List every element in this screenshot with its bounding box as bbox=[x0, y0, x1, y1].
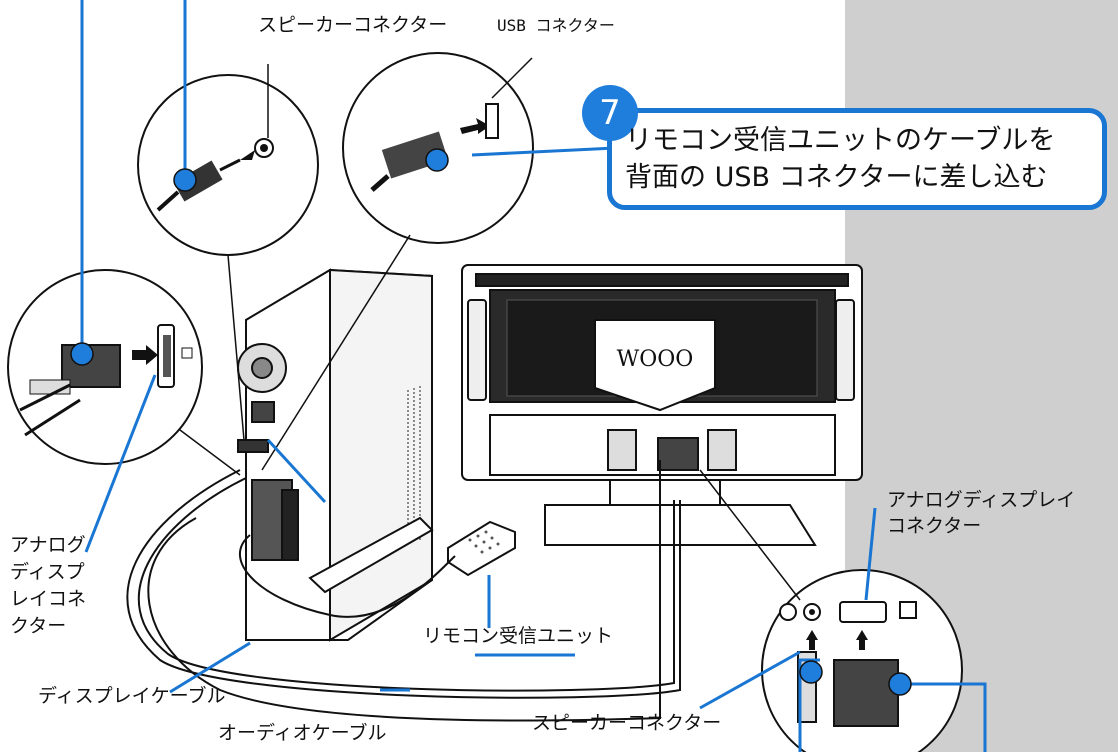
label-remote-receiver: リモコン受信ユニット bbox=[423, 625, 614, 647]
analog-left-line-4: クター bbox=[10, 615, 67, 637]
step-line-2: 背面の USB コネクターに差し込む bbox=[625, 162, 1048, 193]
label-display-cable: ディスプレイケーブル bbox=[38, 685, 226, 707]
label-audio-cable: オーディオケーブル bbox=[218, 722, 387, 744]
monitor bbox=[461, 264, 863, 546]
label-speaker-connector-bottom: スピーカーコネクター bbox=[532, 712, 722, 734]
cables bbox=[126, 460, 681, 722]
analog-left-line-1: アナログ bbox=[10, 534, 86, 556]
monitor-connector-detail bbox=[699, 469, 963, 752]
analog-right-line-1: アナログディスプレイ bbox=[887, 489, 1076, 511]
remote-receiver bbox=[447, 520, 516, 577]
pc-tower bbox=[237, 268, 434, 642]
step-callout-box bbox=[607, 108, 1107, 210]
analog-left-line-3: レイコネ bbox=[10, 588, 87, 610]
analog-left-line-2: ディスプ bbox=[10, 561, 85, 583]
label-speaker-connector-top: スピーカーコネクター bbox=[258, 14, 448, 36]
step-instruction: リモコン受信ユニットのケーブルを 背面の USB コネクターに差し込む bbox=[625, 122, 1055, 196]
blue-dots bbox=[70, 148, 912, 696]
step-number-badge: 7 bbox=[582, 85, 638, 141]
label-analog-display-connector-right: アナログディスプレイ コネクター bbox=[887, 487, 1075, 539]
usb-connector-detail bbox=[261, 52, 534, 471]
analog-connector-detail bbox=[7, 269, 241, 476]
label-usb-connector: USB コネクター bbox=[497, 16, 615, 35]
label-analog-display-connector-left: アナログ ディスプ レイコネ クター bbox=[10, 532, 86, 640]
step-line-1: リモコン受信ユニットのケーブルを bbox=[625, 125, 1056, 156]
analog-right-line-2: コネクター bbox=[887, 515, 982, 537]
blue-leaders bbox=[80, 0, 987, 752]
monitor-logo: WOOO bbox=[617, 347, 694, 372]
